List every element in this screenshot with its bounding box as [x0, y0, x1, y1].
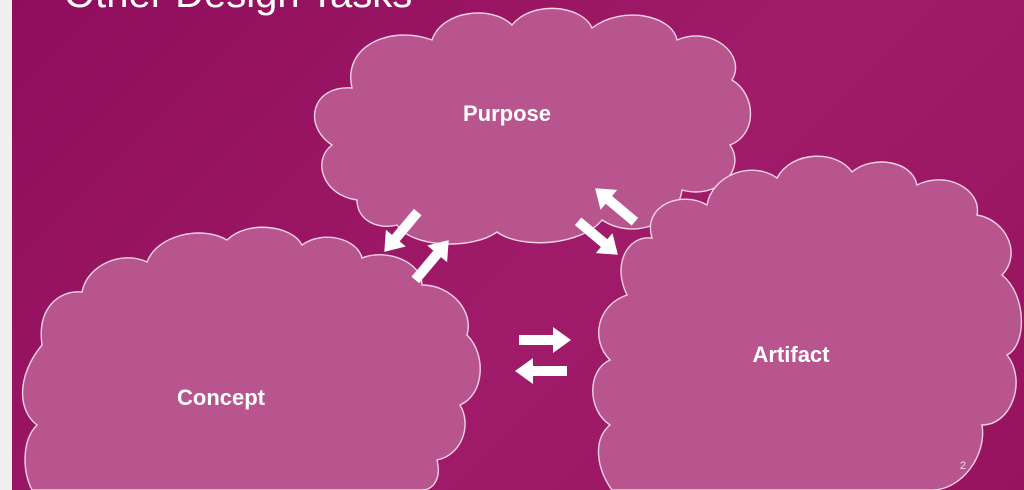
arrow-artifact-to-purpose	[595, 188, 639, 226]
design-tasks-diagram: Purpose Artifact Concept	[21, 7, 1023, 490]
arrow-artifact-to-concept	[515, 358, 567, 384]
arrow-concept-to-artifact	[519, 327, 571, 353]
arrow-concept-to-purpose	[411, 240, 449, 284]
slide-canvas: Other Design Tasks Purpose Artifact Conc…	[12, 0, 1024, 490]
arrow-icon	[384, 208, 422, 252]
arrow-purpose-to-concept	[384, 208, 422, 252]
purpose-cloud: Purpose	[313, 7, 752, 245]
concept-cloud: Concept	[21, 226, 481, 490]
purpose-label: Purpose	[463, 101, 551, 126]
slide-number: 2	[959, 460, 966, 472]
artifact-cloud: Artifact	[592, 155, 1023, 490]
concept-label: Concept	[177, 385, 266, 410]
artifact-label: Artifact	[752, 342, 830, 367]
arrow-icon	[411, 240, 449, 284]
arrow-icon	[595, 188, 639, 226]
arrow-icon	[574, 217, 618, 255]
artifact-cloud-shape	[592, 155, 1023, 490]
arrow-purpose-to-artifact	[574, 217, 618, 255]
purpose-cloud-shape	[313, 7, 752, 245]
arrow-icon	[515, 358, 567, 384]
arrow-icon	[519, 327, 571, 353]
concept-cloud-shape	[21, 226, 481, 490]
slide-title: Other Design Tasks	[64, 0, 412, 14]
